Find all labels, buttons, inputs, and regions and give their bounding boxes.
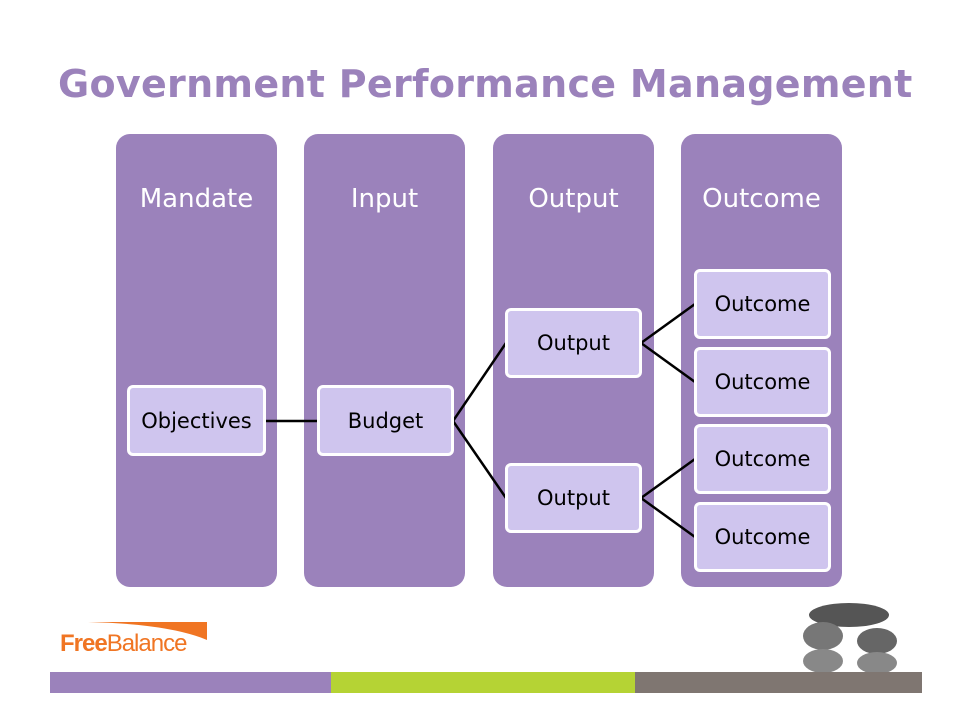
stones-image — [803, 603, 897, 673]
logo-text-light: Balance — [106, 630, 188, 657]
column-header: Output — [528, 184, 619, 214]
footer-bar-gray — [635, 672, 922, 693]
node-output: Output — [505, 308, 642, 378]
column-mandate: Mandate — [116, 134, 277, 587]
footer-bar-purple — [50, 672, 331, 693]
node-outcome: Outcome — [694, 269, 831, 339]
footer-bar-green — [331, 672, 635, 693]
node-outcome: Outcome — [694, 424, 831, 494]
page-title: Government Performance Management — [58, 62, 913, 106]
node-objectives: Objectives — [127, 385, 266, 456]
node-budget: Budget — [317, 385, 454, 456]
node-outcome: Outcome — [694, 502, 831, 572]
logo-swoosh — [88, 622, 207, 640]
node-outcome: Outcome — [694, 347, 831, 417]
column-header: Input — [350, 184, 419, 214]
connector — [638, 302, 696, 384]
connector — [451, 342, 508, 499]
column-header: Outcome — [702, 184, 821, 214]
logo-text-bold: Free — [60, 630, 108, 657]
column-header: Mandate — [139, 184, 254, 214]
column-input: Input — [304, 134, 465, 587]
node-output: Output — [505, 463, 642, 533]
connector — [638, 457, 696, 539]
